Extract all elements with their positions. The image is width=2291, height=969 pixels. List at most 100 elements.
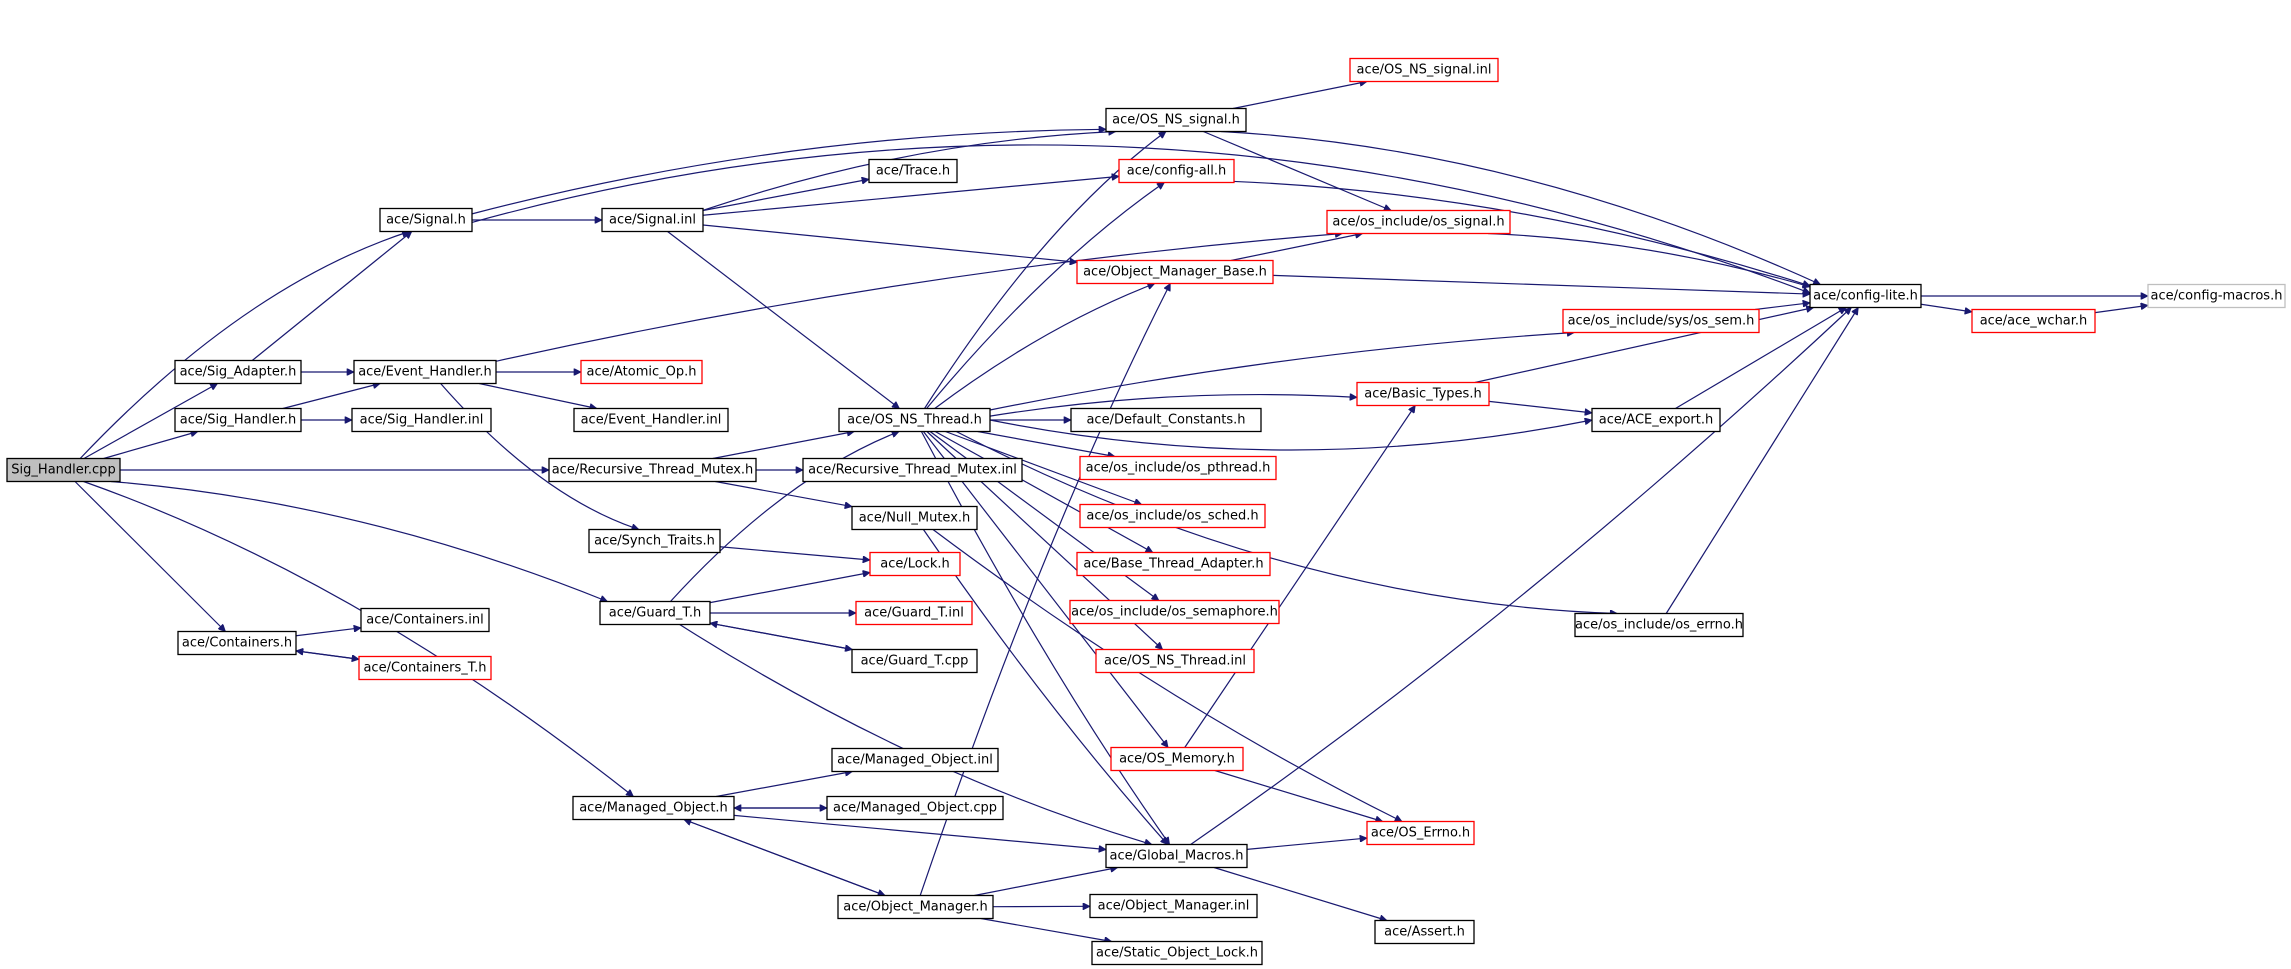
node-config-macros-h[interactable]: ace/config-macros.h <box>2147 283 2286 309</box>
node-containers-inl[interactable]: ace/Containers.inl <box>360 607 490 633</box>
node-box[interactable] <box>1349 57 1499 83</box>
node-box[interactable] <box>1971 308 2096 334</box>
node-atomic-op-h[interactable]: ace/Atomic_Op.h <box>580 359 703 385</box>
node-os-sched-h[interactable]: ace/os_include/os_sched.h <box>1079 503 1266 529</box>
node-box[interactable] <box>1076 551 1271 577</box>
node-guard-t-h[interactable]: ace/Guard_T.h <box>599 600 711 626</box>
node-ace-wchar-h[interactable]: ace/ace_wchar.h <box>1971 308 2096 334</box>
node-box[interactable] <box>831 747 999 773</box>
node-sig-handler-cpp[interactable]: Sig_Handler.cpp <box>6 457 121 483</box>
node-box[interactable] <box>1079 455 1277 481</box>
node-box[interactable] <box>855 600 973 626</box>
node-box[interactable] <box>174 359 302 385</box>
node-box[interactable] <box>851 648 978 674</box>
node-box[interactable] <box>6 457 121 483</box>
node-box[interactable] <box>174 407 302 433</box>
node-box[interactable] <box>802 457 1023 483</box>
node-os-ns-signal-h[interactable]: ace/OS_NS_signal.h <box>1105 107 1247 133</box>
node-sig-handler-inl[interactable]: ace/Sig_Handler.inl <box>351 407 492 433</box>
node-os-errno-h[interactable]: ace/os_include/os_errno.h <box>1574 612 1744 638</box>
node-null-mutex-h[interactable]: ace/Null_Mutex.h <box>851 505 978 531</box>
node-box[interactable] <box>358 655 492 681</box>
node-box[interactable] <box>1070 407 1262 433</box>
node-box[interactable] <box>1095 648 1255 674</box>
node-managed-object-h[interactable]: ace/Managed_Object.h <box>572 795 735 821</box>
node-box[interactable] <box>1105 843 1248 869</box>
node-box[interactable] <box>869 551 961 577</box>
node-box[interactable] <box>1574 612 1744 638</box>
node-recursive-thread-mutex-h[interactable]: ace/Recursive_Thread_Mutex.h <box>548 457 757 483</box>
node-ace-export-h[interactable]: ace/ACE_export.h <box>1591 407 1721 433</box>
node-synch-traits-h[interactable]: ace/Synch_Traits.h <box>588 528 721 554</box>
node-box[interactable] <box>1105 107 1247 133</box>
node-box[interactable] <box>599 600 711 626</box>
node-os-errno-cap-h[interactable]: ace/OS_Errno.h <box>1366 820 1475 846</box>
node-object-manager-h[interactable]: ace/Object_Manager.h <box>837 894 994 920</box>
node-os-memory-h[interactable]: ace/OS_Memory.h <box>1110 746 1244 772</box>
node-guard-t-cpp[interactable]: ace/Guard_T.cpp <box>851 648 978 674</box>
node-global-macros-h[interactable]: ace/Global_Macros.h <box>1105 843 1248 869</box>
node-object-manager-base-h[interactable]: ace/Object_Manager_Base.h <box>1076 259 1274 285</box>
node-box[interactable] <box>573 407 729 433</box>
node-os-ns-thread-inl[interactable]: ace/OS_NS_Thread.inl <box>1095 648 1255 674</box>
node-object-manager-inl[interactable]: ace/Object_Manager.inl <box>1089 893 1258 919</box>
node-box[interactable] <box>177 630 297 656</box>
node-trace-h[interactable]: ace/Trace.h <box>868 158 958 184</box>
node-event-handler-h[interactable]: ace/Event_Handler.h <box>353 359 497 385</box>
node-box[interactable] <box>1069 599 1280 625</box>
node-managed-object-cpp[interactable]: ace/Managed_Object.cpp <box>826 795 1004 821</box>
node-guard-t-inl[interactable]: ace/Guard_T.inl <box>855 600 973 626</box>
node-recursive-thread-mutex-inl[interactable]: ace/Recursive_Thread_Mutex.inl <box>802 457 1023 483</box>
node-box[interactable] <box>1366 820 1475 846</box>
node-os-ns-thread-h[interactable]: ace/OS_NS_Thread.h <box>838 407 991 433</box>
node-box[interactable] <box>1079 503 1266 529</box>
node-os-signal-h[interactable]: ace/os_include/os_signal.h <box>1326 209 1511 235</box>
node-box[interactable] <box>1374 919 1475 945</box>
node-box[interactable] <box>826 795 1004 821</box>
node-box[interactable] <box>2147 283 2286 309</box>
node-box[interactable] <box>1562 308 1760 334</box>
node-box[interactable] <box>1110 746 1244 772</box>
node-box[interactable] <box>1356 381 1490 407</box>
node-os-sem-h[interactable]: ace/os_include/sys/os_sem.h <box>1562 308 1760 334</box>
node-sig-adapter-h[interactable]: ace/Sig_Adapter.h <box>174 359 302 385</box>
node-box[interactable] <box>868 158 958 184</box>
node-os-semaphore-h[interactable]: ace/os_include/os_semaphore.h <box>1069 599 1280 625</box>
node-box[interactable] <box>1076 259 1274 285</box>
node-box[interactable] <box>379 207 473 233</box>
node-managed-object-inl[interactable]: ace/Managed_Object.inl <box>831 747 999 773</box>
node-box[interactable] <box>1809 283 1922 309</box>
node-box[interactable] <box>601 207 704 233</box>
node-box[interactable] <box>353 359 497 385</box>
node-box[interactable] <box>1118 158 1235 184</box>
node-event-handler-inl[interactable]: ace/Event_Handler.inl <box>573 407 729 433</box>
node-basic-types-h[interactable]: ace/Basic_Types.h <box>1356 381 1490 407</box>
node-signal-inl[interactable]: ace/Signal.inl <box>601 207 704 233</box>
node-box[interactable] <box>588 528 721 554</box>
node-config-all-h[interactable]: ace/config-all.h <box>1118 158 1235 184</box>
node-box[interactable] <box>351 407 492 433</box>
node-box[interactable] <box>1091 940 1263 966</box>
node-sig-handler-h[interactable]: ace/Sig_Handler.h <box>174 407 302 433</box>
node-assert-h[interactable]: ace/Assert.h <box>1374 919 1475 945</box>
node-config-lite-h[interactable]: ace/config-lite.h <box>1809 283 1922 309</box>
node-box[interactable] <box>572 795 735 821</box>
node-box[interactable] <box>851 505 978 531</box>
node-os-ns-signal-inl[interactable]: ace/OS_NS_signal.inl <box>1349 57 1499 83</box>
node-signal-h[interactable]: ace/Signal.h <box>379 207 473 233</box>
node-lock-h[interactable]: ace/Lock.h <box>869 551 961 577</box>
node-box[interactable] <box>548 457 757 483</box>
node-default-constants-h[interactable]: ace/Default_Constants.h <box>1070 407 1262 433</box>
node-box[interactable] <box>580 359 703 385</box>
node-box[interactable] <box>838 407 991 433</box>
node-static-object-lock-h[interactable]: ace/Static_Object_Lock.h <box>1091 940 1263 966</box>
node-os-pthread-h[interactable]: ace/os_include/os_pthread.h <box>1079 455 1277 481</box>
node-box[interactable] <box>1326 209 1511 235</box>
node-box[interactable] <box>837 894 994 920</box>
node-base-thread-adapter-h[interactable]: ace/Base_Thread_Adapter.h <box>1076 551 1271 577</box>
node-box[interactable] <box>1089 893 1258 919</box>
node-containers-h[interactable]: ace/Containers.h <box>177 630 297 656</box>
node-box[interactable] <box>360 607 490 633</box>
node-box[interactable] <box>1591 407 1721 433</box>
node-containers-t-h[interactable]: ace/Containers_T.h <box>358 655 492 681</box>
